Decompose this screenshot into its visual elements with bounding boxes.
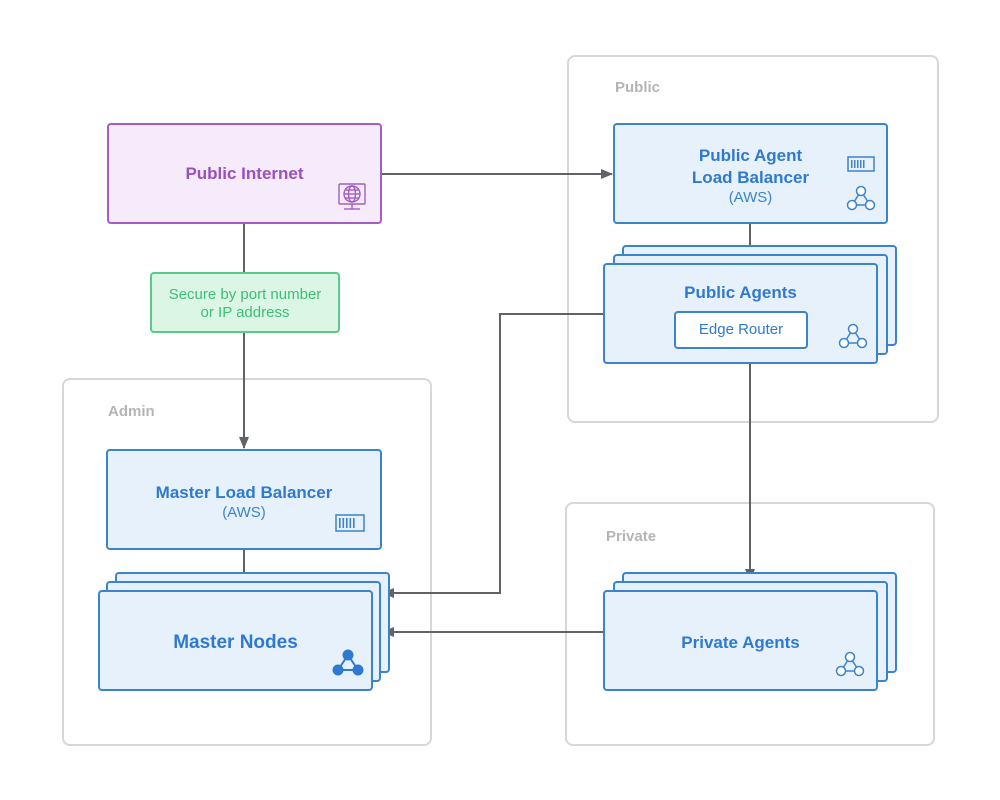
public-internet-node[interactable]: Public Internet [107, 123, 382, 224]
public-lb-title-line1: Public Agent [698, 146, 803, 165]
private-agents-node[interactable]: Private Agents [603, 590, 878, 691]
master-nodes-label: Master Nodes [173, 632, 298, 653]
cluster-icon [835, 651, 865, 677]
secure-note: Secure by port number or IP address [150, 272, 340, 333]
admin-zone-label: Admin [108, 403, 155, 420]
public-agents-label: Public Agents [684, 283, 797, 302]
edge-router-label: Edge Router [698, 321, 784, 338]
master-lb-subtitle: (AWS) [222, 504, 266, 521]
public-zone-label: Public [615, 79, 661, 96]
master-load-balancer-node[interactable]: Master Load Balancer (AWS) [106, 449, 382, 550]
public-agents-to-master-arrow [382, 313, 604, 598]
cluster-icon [332, 649, 364, 676]
public-lb-subtitle: (AWS) [728, 189, 773, 206]
secure-note-line1: Secure by port number [168, 286, 322, 303]
secure-note-line2: or IP address [200, 304, 290, 321]
cluster-icon [838, 323, 868, 349]
globe-icon [338, 183, 366, 210]
master-lb-title: Master Load Balancer [155, 483, 333, 502]
load-balancer-icon [335, 514, 365, 532]
cluster-icon [846, 185, 876, 211]
load-balancer-icon [847, 156, 875, 172]
public-internet-label: Public Internet [185, 164, 304, 183]
private-agents-label: Private Agents [681, 633, 800, 652]
public-agent-load-balancer-node[interactable]: Public Agent Load Balancer (AWS) [613, 123, 888, 224]
master-nodes-node[interactable]: Master Nodes [98, 590, 373, 691]
public-lb-title-line2: Load Balancer [691, 168, 810, 187]
edge-router-box[interactable]: Edge Router [674, 311, 808, 349]
private-zone-label: Private [606, 528, 657, 545]
